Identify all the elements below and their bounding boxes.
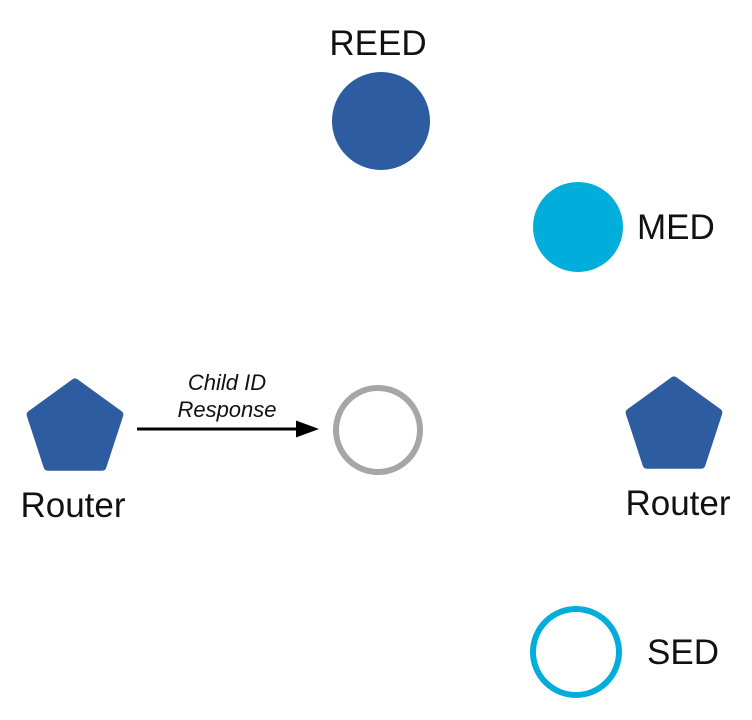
- sed-label: SED: [647, 633, 719, 672]
- child-id-response-arrowhead-icon: [296, 420, 319, 438]
- router-left-label: Router: [20, 486, 125, 525]
- router-right-pentagon-icon: [625, 376, 723, 469]
- arrow-label-line2: Response: [177, 397, 276, 422]
- arrow-label-line1: Child ID: [188, 370, 266, 395]
- med-node-circle-icon: [533, 182, 623, 272]
- med-label: MED: [637, 208, 715, 247]
- router-right-label: Router: [625, 484, 730, 523]
- sed-node-circle-icon: [530, 606, 622, 698]
- reed-label: REED: [329, 24, 426, 63]
- reed-node-circle-icon: [332, 72, 430, 170]
- router-left-pentagon-icon: [26, 378, 124, 471]
- joining-child-node-circle-icon: [333, 385, 423, 475]
